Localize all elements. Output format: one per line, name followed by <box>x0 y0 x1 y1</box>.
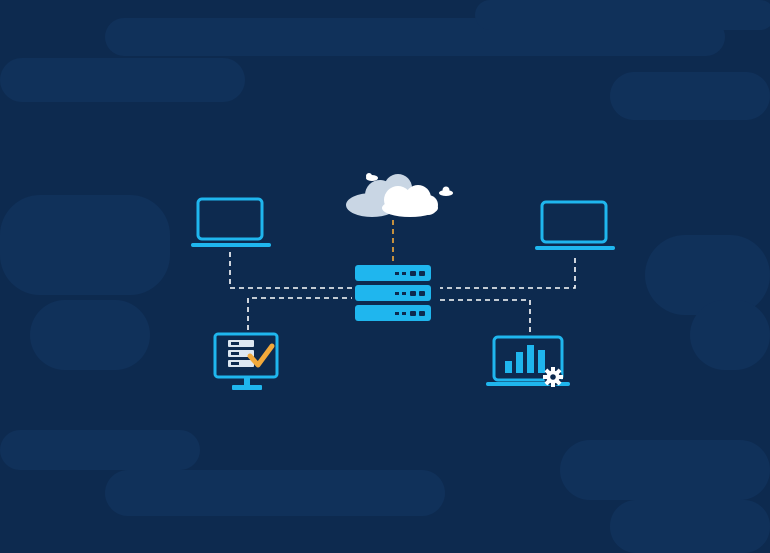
background-band <box>105 470 445 516</box>
background-band <box>610 72 770 120</box>
background-band <box>30 300 150 370</box>
laptop-icon <box>191 197 271 247</box>
background-band <box>0 195 170 295</box>
laptop-icon <box>535 200 615 250</box>
background-band <box>0 430 200 470</box>
background-band <box>0 58 245 102</box>
connector-analytics <box>440 299 531 332</box>
connector-monitor <box>247 297 352 330</box>
background-band <box>610 500 770 553</box>
laptop-bar-chart-gear-icon <box>486 335 570 387</box>
connectors <box>229 252 576 332</box>
background-band <box>475 0 770 30</box>
background-band <box>645 235 770 315</box>
gear-icon <box>543 367 563 387</box>
background-band <box>560 440 770 500</box>
bar-chart-icon <box>505 345 545 373</box>
background-band <box>690 300 770 370</box>
connector-laptop-right <box>440 258 576 289</box>
cloud-icon <box>346 173 453 217</box>
checkmark-icon <box>247 343 275 368</box>
connector-laptop-left <box>229 252 352 289</box>
monitor-server-check-icon <box>213 332 279 390</box>
server-stack-icon <box>355 265 431 321</box>
